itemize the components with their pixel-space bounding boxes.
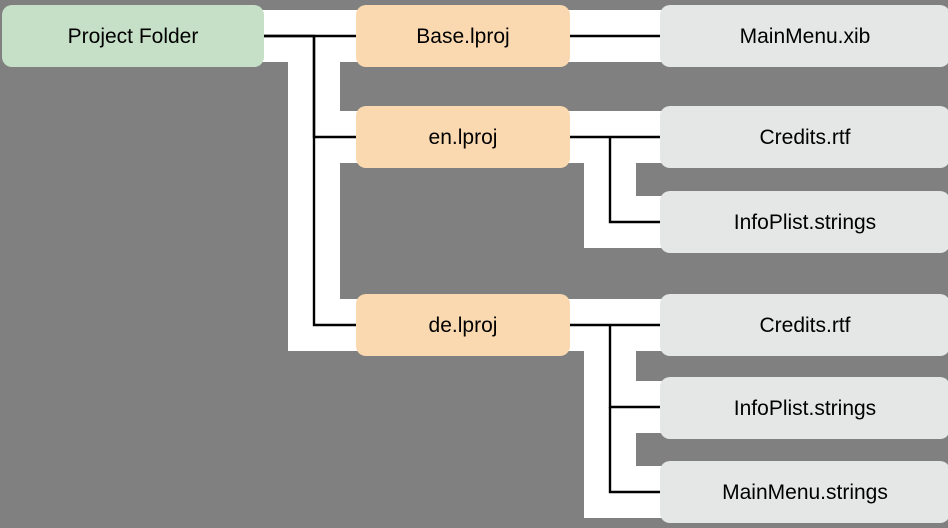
node-label: Credits.rtf <box>759 125 851 149</box>
node-credits-rtf-en[interactable]: Credits.rtf <box>660 106 948 168</box>
node-infoplist-strings-en[interactable]: InfoPlist.strings <box>660 191 948 253</box>
node-label: Credits.rtf <box>759 313 851 337</box>
node-label: de.lproj <box>428 313 498 337</box>
node-mainmenu-strings-de[interactable]: MainMenu.strings <box>660 461 948 523</box>
node-project-folder[interactable]: Project Folder <box>2 5 264 67</box>
node-label: InfoPlist.strings <box>733 396 877 420</box>
edge-en-to-infoplist <box>608 137 660 224</box>
connector-halo-group <box>238 10 686 518</box>
node-label: Base.lproj <box>416 24 510 48</box>
edge-de-to-mainmenu <box>608 407 660 494</box>
node-label: Project Folder <box>67 24 199 48</box>
node-de-lproj[interactable]: de.lproj <box>356 294 570 356</box>
node-infoplist-strings-de[interactable]: InfoPlist.strings <box>660 377 948 439</box>
node-mainmenu-xib[interactable]: MainMenu.xib <box>660 5 948 67</box>
node-credits-rtf-de[interactable]: Credits.rtf <box>660 294 948 356</box>
node-label: MainMenu.strings <box>722 480 888 504</box>
node-label: en.lproj <box>428 125 498 149</box>
node-label: InfoPlist.strings <box>733 210 877 234</box>
connector-line-group <box>264 34 660 494</box>
node-base-lproj[interactable]: Base.lproj <box>356 5 570 67</box>
node-en-lproj[interactable]: en.lproj <box>356 106 570 168</box>
node-label: MainMenu.xib <box>739 24 871 48</box>
edge-project-to-de-halo <box>288 10 382 351</box>
edge-project-to-de <box>312 36 356 327</box>
